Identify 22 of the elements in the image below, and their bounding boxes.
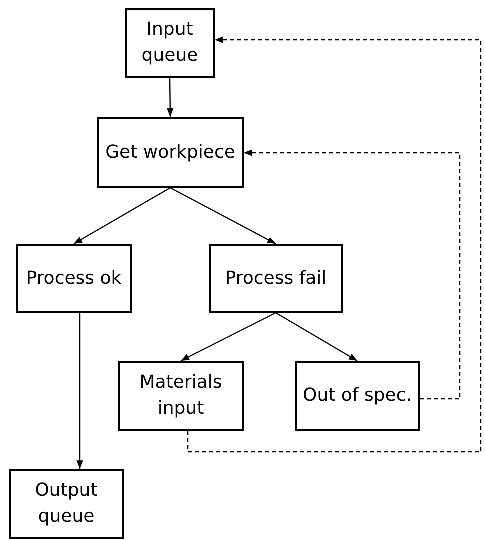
arrow xyxy=(180,312,276,362)
arrow xyxy=(167,78,174,117)
box-label: Input queue xyxy=(140,18,200,68)
box-label: Get workpiece xyxy=(106,140,236,164)
arrow xyxy=(170,187,276,245)
arrow xyxy=(244,150,461,400)
process-box xyxy=(9,469,124,539)
process-box xyxy=(97,117,244,188)
box-label: Materials input xyxy=(138,371,224,421)
process-box xyxy=(125,8,215,78)
box-label: Output queue xyxy=(34,479,99,529)
box-label: Process fail xyxy=(225,266,327,290)
box-label: Out of spec. xyxy=(303,384,412,408)
arrow xyxy=(76,313,84,469)
process-box xyxy=(295,361,420,431)
box-label: Process ok xyxy=(26,266,122,290)
arrow xyxy=(276,312,358,362)
arrow xyxy=(187,36,482,453)
process-box xyxy=(209,244,343,313)
process-box xyxy=(118,361,244,431)
arrow xyxy=(74,187,171,245)
process-box xyxy=(16,244,132,313)
